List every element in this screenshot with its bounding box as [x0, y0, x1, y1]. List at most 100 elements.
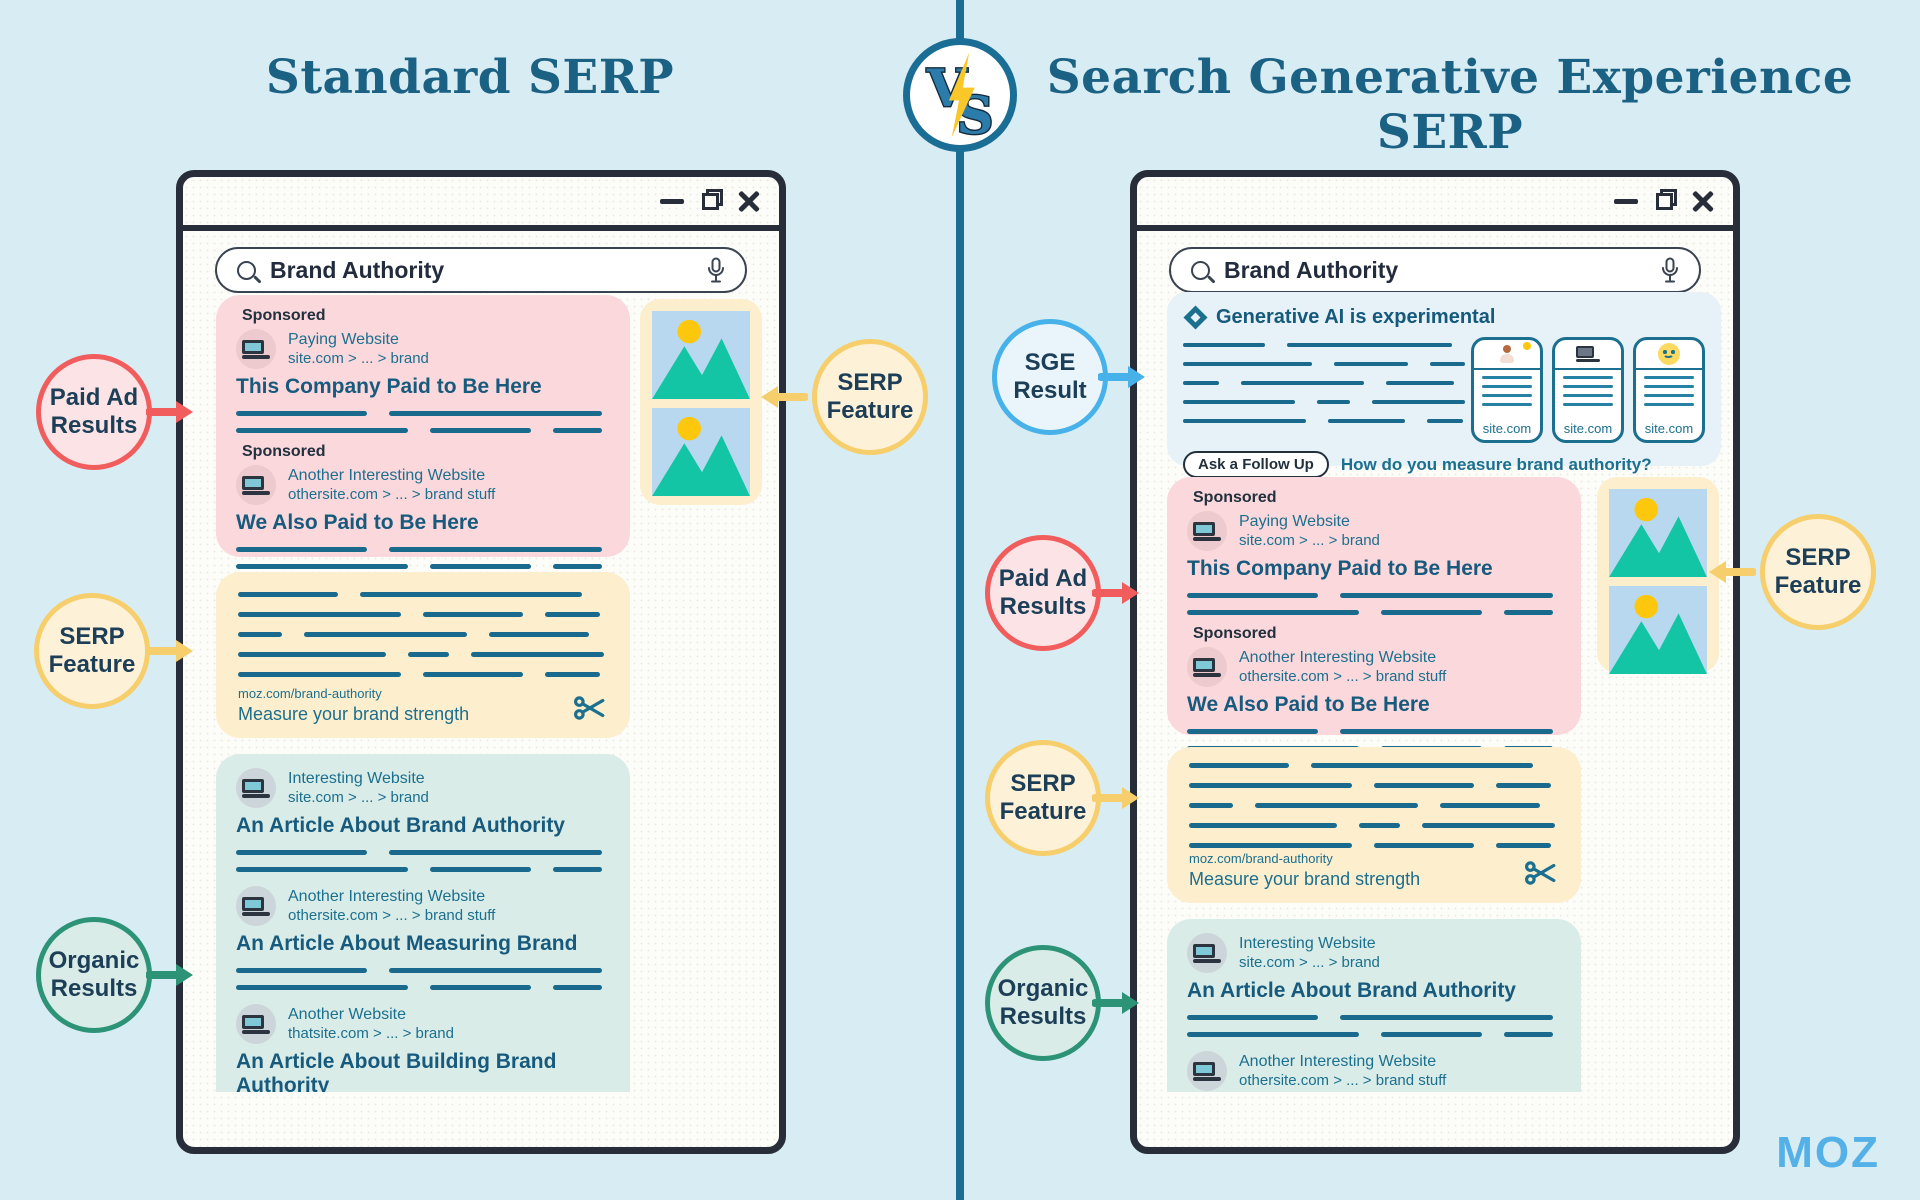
organic-result[interactable]: Interesting Website site.com > ... > bra…: [236, 768, 610, 872]
vs-icon: V S: [925, 52, 995, 141]
arrow-right-icon: [146, 640, 193, 662]
text-placeholder-lines: [1183, 362, 1466, 366]
callout-label: Organic: [48, 947, 140, 975]
restore-icon[interactable]: [702, 188, 723, 210]
callout-label: Feature: [1774, 572, 1862, 599]
sponsored-result[interactable]: Sponsored Paying Website site.com > ... …: [236, 307, 610, 433]
organic-result[interactable]: Another Interesting Website othersite.co…: [236, 886, 610, 990]
sponsored-result[interactable]: Sponsored Another Interesting Website ot…: [236, 443, 610, 569]
text-placeholder-lines: [1189, 823, 1559, 828]
person-icon: [1499, 345, 1515, 363]
smiley-icon: [1658, 343, 1680, 365]
text-placeholder-lines: [1183, 343, 1457, 347]
sge-citation-card[interactable]: site.com: [1552, 337, 1624, 443]
sge-citation-card[interactable]: site.com: [1471, 337, 1543, 443]
result-headline[interactable]: We Also Paid to Be Here: [1187, 693, 1430, 716]
callout-label: Results: [999, 593, 1087, 620]
website-favicon: [1187, 933, 1227, 973]
site-name: Another Interesting Website: [1239, 648, 1437, 666]
image-thumbnail[interactable]: [1609, 489, 1707, 578]
image-pack-feature[interactable]: [1597, 477, 1719, 675]
image-thumbnail[interactable]: [652, 408, 750, 497]
window-controls: [1614, 177, 1733, 225]
result-headline[interactable]: An Article About Building Brand Authorit…: [236, 1050, 557, 1092]
search-bar[interactable]: Brand Authority: [1169, 247, 1701, 293]
search-query[interactable]: Brand Authority: [270, 256, 445, 283]
website-favicon: [1187, 1051, 1227, 1091]
image-thumbnail[interactable]: [652, 311, 750, 400]
text-placeholder-lines: [1187, 610, 1561, 615]
sponsored-result[interactable]: Sponsored Paying Website site.com > ... …: [1187, 489, 1561, 615]
site-name: Interesting Website: [1239, 934, 1376, 952]
arrow-left-icon: [1709, 561, 1756, 583]
callout-organic-results: Organic Results: [985, 945, 1101, 1061]
callout-label: SERP: [1785, 544, 1851, 572]
callout-label: SERP: [1010, 770, 1076, 798]
featured-snippet[interactable]: moz.com/brand-authority Measure your bra…: [1167, 747, 1581, 903]
text-placeholder-lines: [1183, 419, 1463, 423]
restore-icon[interactable]: [1656, 188, 1677, 210]
callout-label: Results: [999, 1003, 1087, 1030]
organic-result[interactable]: Another Website thatsite.com > ... > bra…: [236, 1004, 610, 1092]
minimize-icon[interactable]: [660, 198, 684, 204]
microphone-icon[interactable]: [707, 257, 725, 284]
callout-serp-feature: SERP Feature: [985, 740, 1101, 856]
featured-snippet[interactable]: moz.com/brand-authority Measure your bra…: [216, 572, 630, 738]
image-pack-feature[interactable]: [640, 299, 762, 505]
callout-organic-results: Organic Results: [36, 917, 152, 1033]
text-placeholder-lines: [1187, 1032, 1561, 1037]
callout-label: Results: [50, 412, 138, 439]
close-icon[interactable]: [737, 189, 761, 213]
search-bar[interactable]: Brand Authority: [215, 247, 747, 293]
ask-follow-up-button[interactable]: Ask a Follow Up: [1183, 451, 1329, 478]
site-name: Paying Website: [1239, 512, 1350, 530]
callout-serp-feature: SERP Feature: [34, 593, 150, 709]
callout-label: Results: [50, 975, 138, 1002]
snippet-url[interactable]: moz.com/brand-authority: [1189, 850, 1333, 866]
vs-bolt-icon: [948, 52, 975, 138]
callout-serp-feature-images: SERP Feature: [1760, 514, 1876, 630]
result-headline[interactable]: This Company Paid to Be Here: [236, 375, 542, 398]
callout-label: SERP: [59, 623, 125, 651]
result-headline[interactable]: We Also Paid to Be Here: [236, 511, 479, 534]
organic-result[interactable]: Interesting Website site.com > ... > bra…: [1187, 933, 1561, 1037]
breadcrumb: site.com > ... > brand: [288, 349, 429, 367]
callout-paid-ad-results: Paid Ad Results: [985, 535, 1101, 651]
sponsored-result[interactable]: Sponsored Another Interesting Website ot…: [1187, 625, 1561, 751]
search-query[interactable]: Brand Authority: [1224, 256, 1399, 283]
website-favicon: [236, 1004, 276, 1044]
text-placeholder-lines: [1183, 381, 1457, 385]
arrow-right-icon: [146, 964, 193, 986]
sge-result-box: Generative AI is experimental: [1167, 292, 1721, 478]
citation-site: site.com: [1482, 421, 1532, 436]
result-headline[interactable]: An Article About Brand Authority: [1187, 979, 1516, 1002]
text-placeholder-lines: [238, 672, 608, 677]
organic-results-section: Interesting Website site.com > ... > bra…: [1167, 919, 1581, 1092]
image-thumbnail[interactable]: [1609, 586, 1707, 675]
callout-label: Organic: [997, 975, 1089, 1003]
sge-citation-card[interactable]: site.com: [1633, 337, 1705, 443]
text-placeholder-lines: [236, 411, 610, 416]
organic-result[interactable]: Another Interesting Website othersite.co…: [1187, 1051, 1561, 1092]
breadcrumb: othersite.com > ... > brand stuff: [1239, 1071, 1447, 1089]
text-placeholder-lines: [236, 985, 610, 990]
result-headline[interactable]: An Article About Measuring Brand: [236, 932, 578, 955]
close-icon[interactable]: [1691, 189, 1715, 213]
snippet-url[interactable]: moz.com/brand-authority: [238, 685, 382, 701]
follow-up-question[interactable]: How do you measure brand authority?: [1340, 454, 1652, 474]
result-headline[interactable]: This Company Paid to Be Here: [1187, 557, 1493, 580]
website-favicon: [236, 886, 276, 926]
website-favicon: [236, 465, 276, 505]
right-browser-window: Brand Authority Generative AI is experim…: [1130, 170, 1740, 1154]
callout-label: Feature: [48, 651, 136, 678]
result-headline[interactable]: An Article About Brand Authority: [236, 814, 565, 837]
microphone-icon[interactable]: [1661, 257, 1679, 284]
window-body: Brand Authority Sponsored: [183, 231, 779, 1092]
breadcrumb: site.com > ... > brand: [1239, 953, 1380, 971]
arrow-right-icon: [1092, 787, 1139, 809]
minimize-icon[interactable]: [1614, 198, 1638, 204]
site-name: Another Interesting Website: [288, 887, 486, 905]
laptop-icon: [242, 896, 270, 916]
site-name: Paying Website: [288, 330, 399, 348]
